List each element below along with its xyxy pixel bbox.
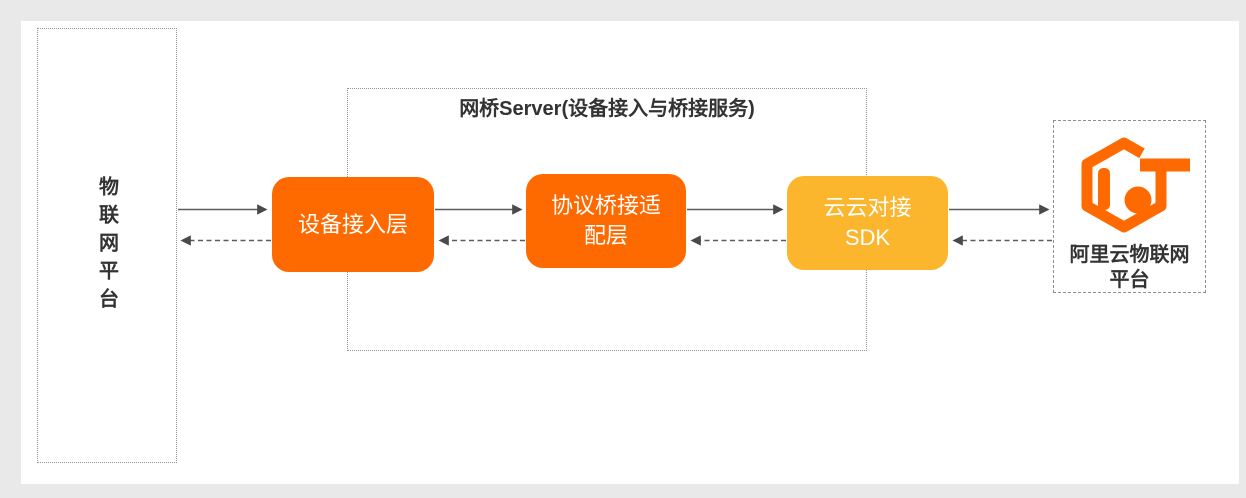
logo-hexagon-outline: [1081, 137, 1167, 233]
iot-platform-frame: [37, 28, 177, 463]
cloud-sdk-box: 云云对接 SDK: [787, 176, 948, 270]
aliyun-platform-label: 阿里云物联网 平台: [1069, 244, 1190, 291]
logo-t-bar: [1140, 158, 1190, 172]
protocol-bridge-layer-box: 协议桥接适 配层: [526, 174, 686, 268]
device-access-layer-box: 设备接入层: [272, 177, 434, 272]
aliyun-iot-logo-icon: [1081, 137, 1190, 233]
logo-o-dot: [1124, 186, 1152, 214]
iot-platform-label: 物联网平台: [95, 175, 118, 316]
logo-i-bar: [1098, 168, 1110, 210]
bridge-server-title: 网桥Server(设备接入与桥接服务): [459, 98, 755, 120]
aliyun-platform-frame: [1053, 120, 1206, 293]
